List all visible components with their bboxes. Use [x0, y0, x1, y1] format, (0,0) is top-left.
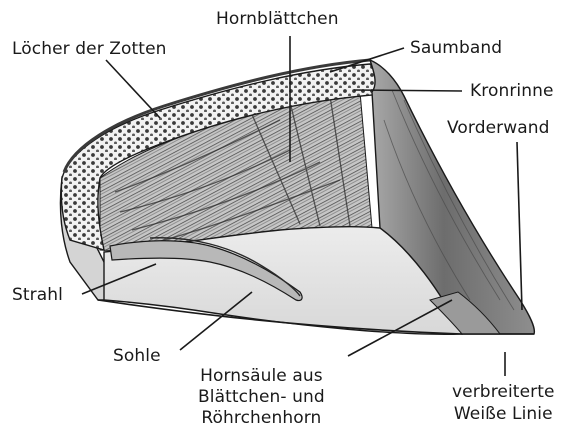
- label-hornsaeule-line-3: Röhrchenhorn: [198, 408, 325, 429]
- label-strahl: Strahl: [12, 285, 63, 305]
- label-weisse-linie: verbreiterte Weiße Linie: [452, 381, 555, 425]
- label-sohle: Sohle: [113, 346, 161, 366]
- label-weisse-linie-line-2: Weiße Linie: [452, 403, 555, 425]
- label-hornblaettchen: Hornblättchen: [216, 9, 339, 29]
- label-vorderwand: Vorderwand: [447, 118, 550, 138]
- leader-vorderwand: [517, 142, 522, 310]
- label-kronrinne: Kronrinne: [470, 81, 554, 101]
- label-loecher-der-zotten: Löcher der Zotten: [12, 39, 167, 59]
- label-hornsaeule-line-1: Hornsäule aus: [198, 366, 325, 387]
- label-saumband: Saumband: [410, 38, 502, 58]
- label-weisse-linie-line-1: verbreiterte: [452, 381, 555, 403]
- label-hornsaeule-line-2: Blättchen- und: [198, 387, 325, 408]
- leader-loecher: [106, 60, 160, 118]
- leader-kronrinne: [354, 90, 462, 91]
- label-hornsaeule: Hornsäule aus Blättchen- und Röhrchenhor…: [198, 366, 325, 429]
